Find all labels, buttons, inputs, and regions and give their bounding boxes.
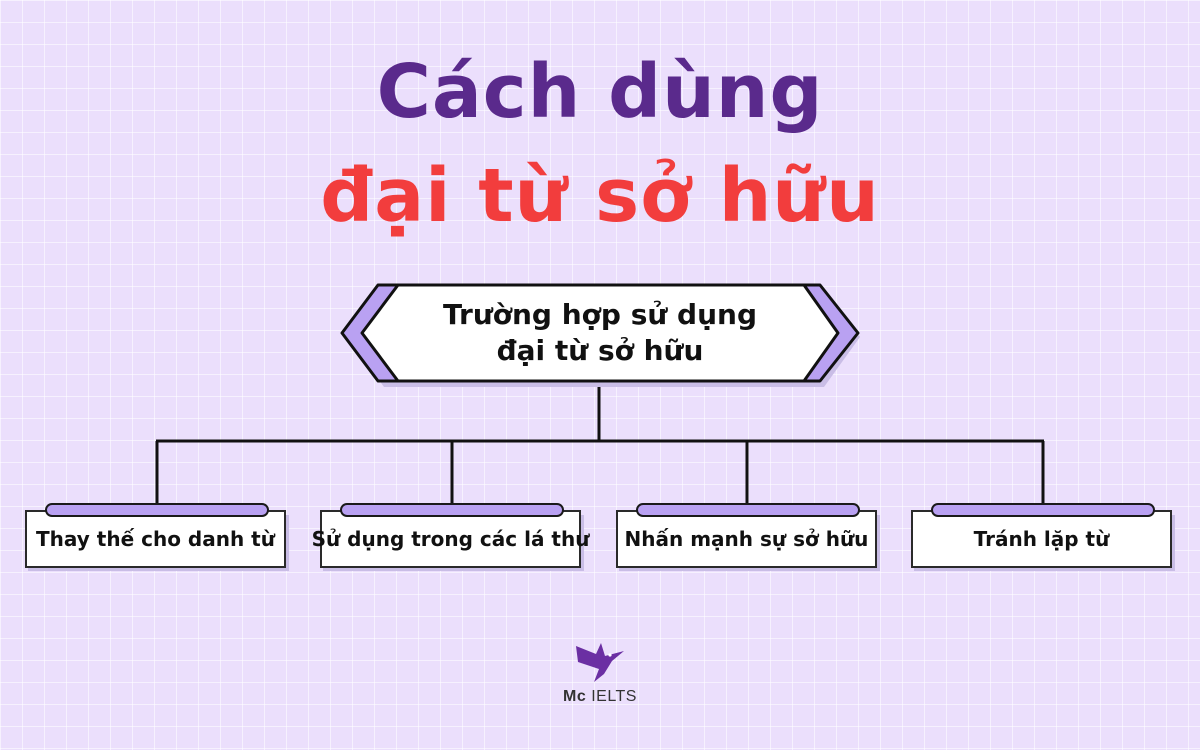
child-node-label: Thay thế cho danh từ <box>25 510 286 568</box>
logo-name: IELTS <box>591 688 637 705</box>
child-node-4: Tránh lặp từ <box>911 503 1175 571</box>
root-node: Trường hợp sử dụng đại từ sở hữu <box>340 283 860 387</box>
child-node-tab <box>931 503 1155 517</box>
child-node-label: Tránh lặp từ <box>911 510 1172 568</box>
child-node-label: Nhấn mạnh sự sở hữu <box>616 510 877 568</box>
child-node-tab <box>636 503 860 517</box>
child-node-tab <box>45 503 269 517</box>
logo-prefix: Mc <box>563 688 587 705</box>
logo: Mc IELTS <box>560 638 640 718</box>
root-node-line-1: Trường hợp sử dụng <box>443 298 757 331</box>
child-node-1: Thay thế cho danh từ <box>25 503 289 571</box>
child-node-tab <box>340 503 564 517</box>
title-line-2: đại từ sở hữu <box>320 153 880 239</box>
title-line-1: Cách dùng <box>376 49 824 135</box>
hummingbird-icon <box>576 643 624 682</box>
child-node-3: Nhấn mạnh sự sở hữu <box>616 503 880 571</box>
root-node-label: Trường hợp sử dụng đại từ sở hữu <box>400 283 800 383</box>
child-node-2: Sử dụng trong các lá thư <box>312 503 589 571</box>
logo-text: Mc IELTS <box>560 688 640 706</box>
root-node-shape <box>340 283 860 387</box>
root-node-line-2: đại từ sở hữu <box>496 334 704 367</box>
child-node-label: Sử dụng trong các lá thư <box>312 510 589 568</box>
